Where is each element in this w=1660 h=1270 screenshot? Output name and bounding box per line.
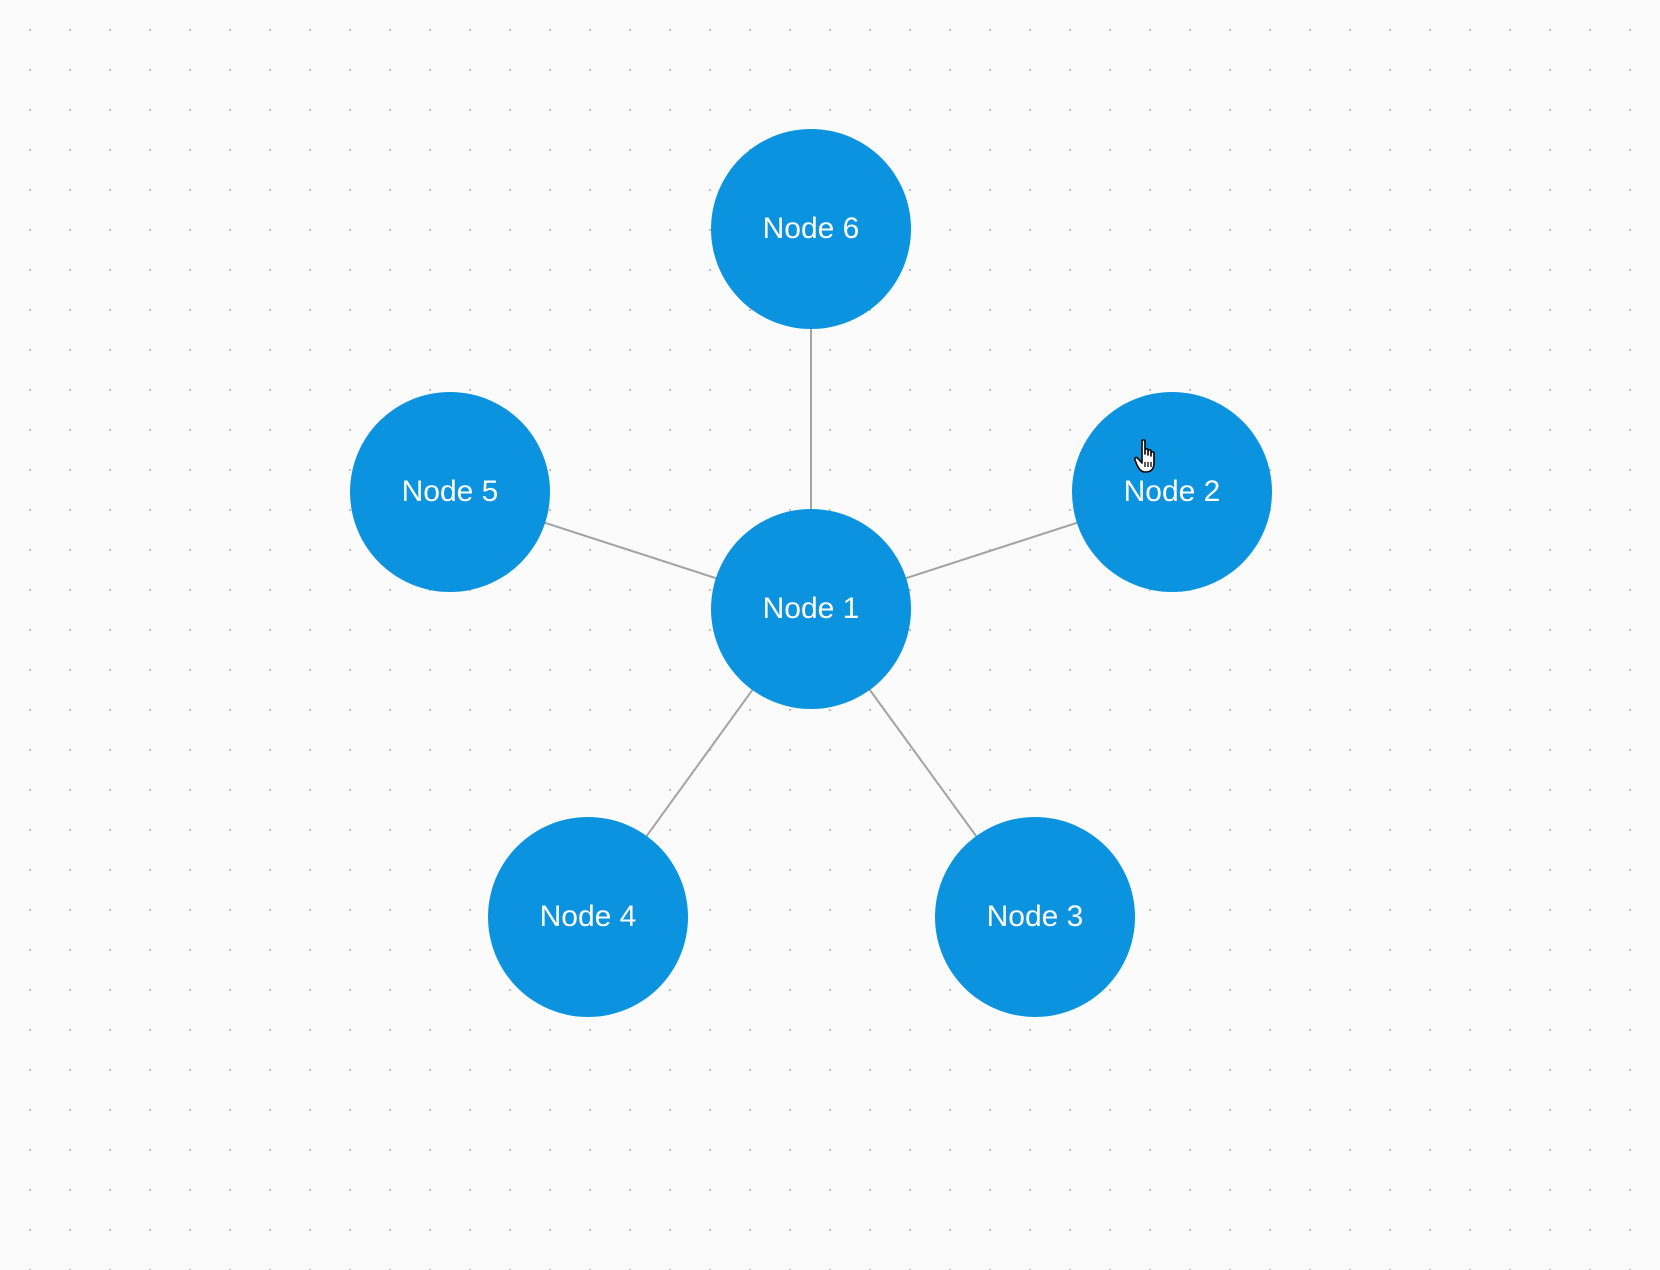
node-4-label: Node 4 — [539, 900, 637, 933]
node-4[interactable]: Node 4 — [488, 817, 688, 1017]
node-2[interactable]: Node 2 — [1072, 392, 1272, 592]
node-3[interactable]: Node 3 — [935, 817, 1135, 1017]
node-5[interactable]: Node 5 — [350, 392, 550, 592]
node-6-label: Node 6 — [762, 212, 860, 245]
node-5-label: Node 5 — [401, 475, 499, 508]
node-1-label: Node 1 — [762, 592, 860, 625]
node-6[interactable]: Node 6 — [711, 129, 911, 329]
node-1[interactable]: Node 1 — [711, 509, 911, 709]
node-3-label: Node 3 — [986, 900, 1084, 933]
node-2-label: Node 2 — [1123, 475, 1221, 508]
